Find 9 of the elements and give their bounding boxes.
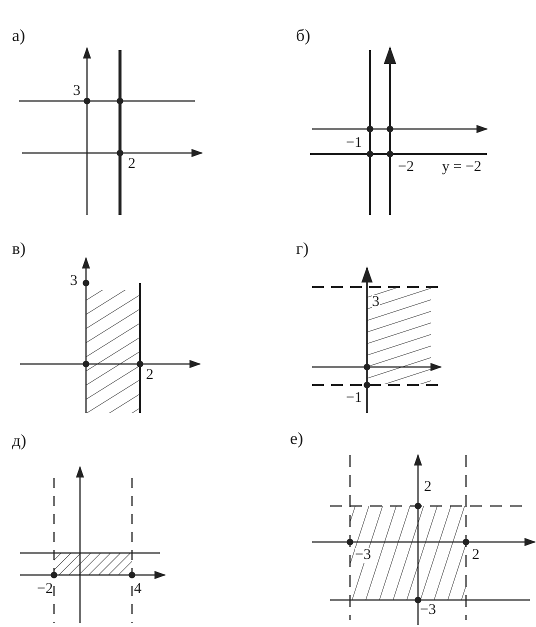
panel-label: а) [12, 27, 26, 44]
panel-label: б) [296, 27, 310, 44]
panel-label: в) [12, 240, 26, 257]
panel-label: д) [12, 432, 26, 449]
equation-label: y = −2 [442, 160, 482, 175]
tick-label: −3 [355, 548, 371, 563]
panel-label: г) [296, 240, 309, 257]
panel-label: е) [290, 430, 304, 447]
tick-label: 3 [372, 295, 380, 310]
